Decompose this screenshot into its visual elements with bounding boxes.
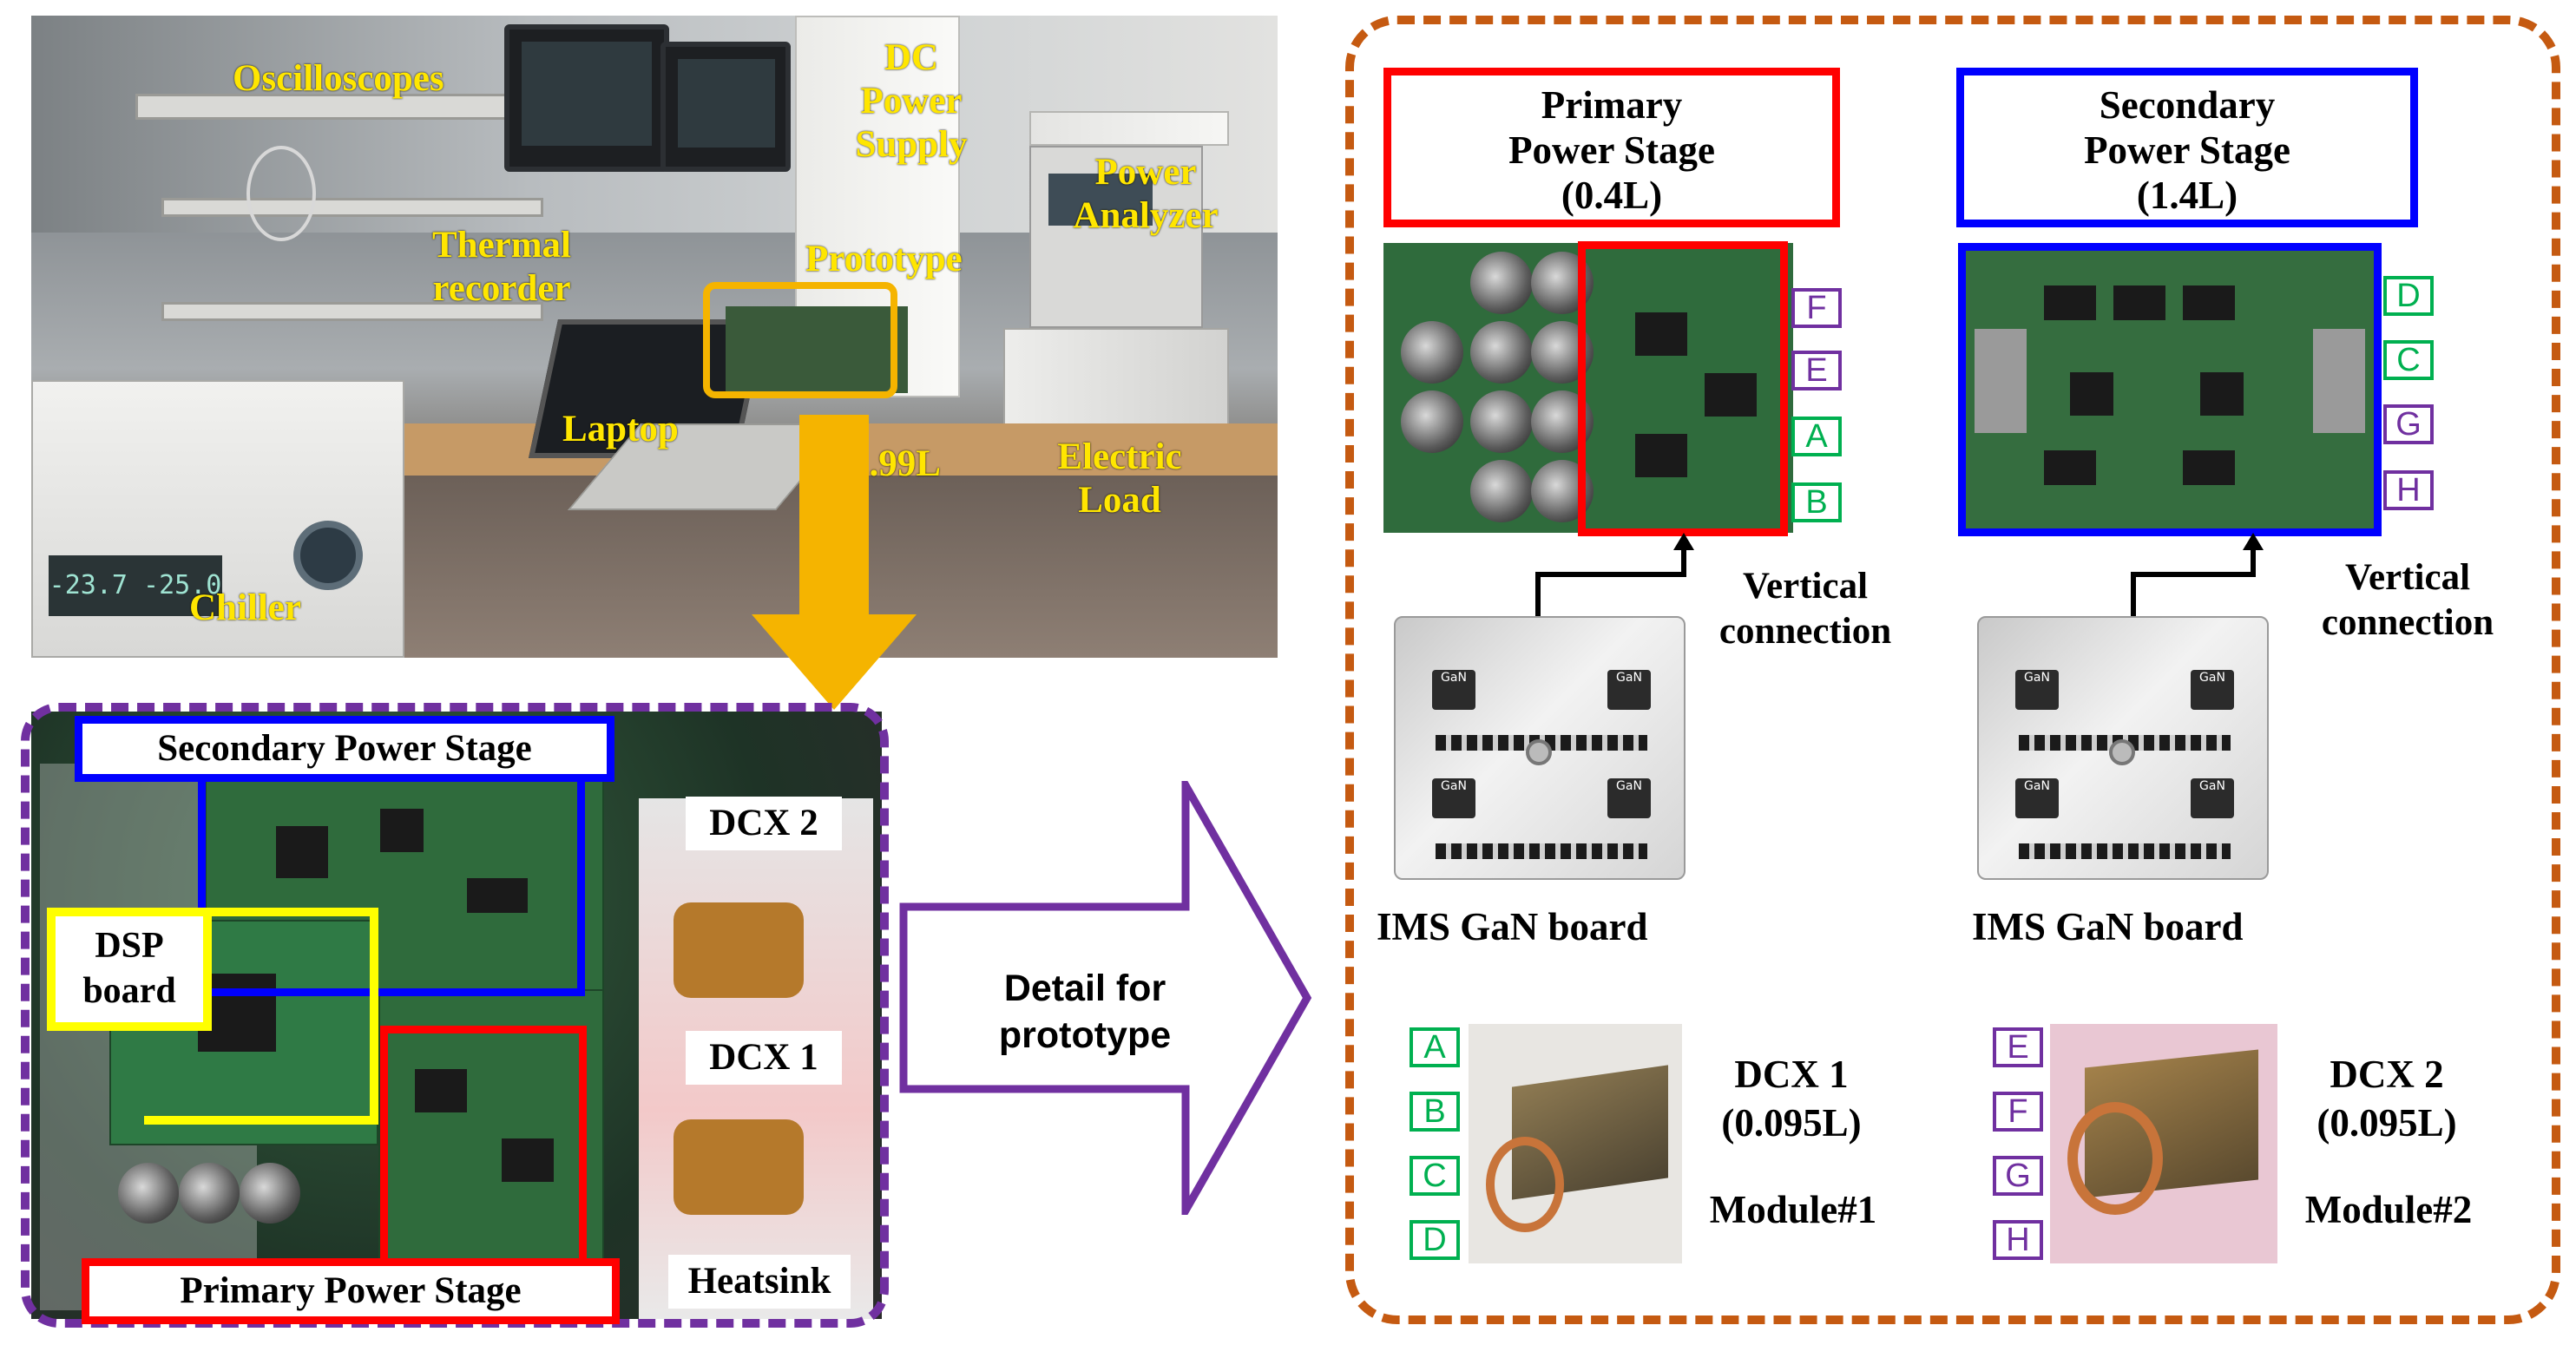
secondary-stage-title: Secondary Power Stage (1.4L) [1956,68,2418,227]
detail-arrow-icon [899,781,1312,1215]
primary-stage-board-photo [1383,243,1793,533]
shelf [135,94,535,120]
dcx2-pin-f: F [1993,1092,2043,1132]
vertical-connection-arrow-icon [1535,533,1694,627]
pin-g: G [2383,404,2434,444]
capacitor [179,1163,240,1224]
shelf [161,198,543,217]
drawer-cabinet [1029,111,1229,146]
dcx1-pin-b: B [1410,1092,1460,1132]
pin-b: B [1791,482,1842,522]
dcx2-pin-h: H [1993,1220,2043,1260]
label-secondary-power-stage: Secondary Power Stage [75,716,614,782]
dcx1-pin-a: A [1410,1027,1460,1067]
dcx2-transformer [674,902,804,998]
label-laptop: Laptop [562,409,679,449]
dcx2-pin-g: G [1993,1156,2043,1196]
detail-arrow-label: Detail for prototype [998,968,1172,1056]
pin-a: A [1791,417,1842,456]
primary-stage-title: Primary Power Stage (0.4L) [1383,68,1840,227]
dcx1-transformer [674,1119,804,1215]
chiller-display: -23.7 -25.0 [49,555,222,616]
secondary-vertical-connection-label: Vertical connection [2321,557,2494,643]
capacitor [240,1163,300,1224]
pin-e: E [1791,351,1842,390]
lab-setup-photo: -23.7 -25.0 [31,16,1278,658]
dcx2-transformer-photo [2050,1024,2277,1263]
label-electric-load: Electric Load [1057,436,1182,521]
primary-vertical-connection-label: Vertical connection [1718,566,1892,652]
primary-ims-gan-board-label: IMS GaN board [1377,905,1648,948]
primary-stage-outline [380,1026,587,1277]
capacitor [118,1163,179,1224]
chiller-device: -23.7 -25.0 [31,380,404,658]
primary-ims-gan-board-photo: GaN GaN GaN GaN [1394,616,1686,880]
label-dsp-board: DSP board [47,908,212,1031]
dcx1-transformer-photo [1469,1024,1682,1263]
prototype-on-bench [726,306,908,393]
label-power-analyzer: Power Analyzer [1073,152,1219,236]
dcx1-pin-c: C [1410,1156,1460,1196]
prototype-highlight-box [703,282,897,398]
orange-down-arrow-icon [752,415,917,710]
label-chiller: Chiller [189,587,301,628]
label-prototype: Prototype [805,239,963,279]
dcx2-module-label: Module#2 [2304,1188,2473,1231]
dcx1-label: DCX 1 (0.095L) [1721,1053,1862,1145]
primary-stage-photo-outline [1578,241,1788,536]
pin-d: D [2383,276,2434,316]
oscilloscope [504,24,669,172]
secondary-stage-board-photo [1958,243,2382,536]
pin-f: F [1791,288,1842,328]
shelf [161,302,543,321]
power-analyzer-device [1029,146,1203,328]
secondary-ims-gan-board-label: IMS GaN board [1972,905,2244,948]
label-thermal-recorder: Thermal recorder [431,225,572,309]
label-dcx1: DCX 1 [686,1031,842,1085]
label-oscilloscopes: Oscilloscopes [233,58,444,99]
dcx1-pin-d: D [1410,1220,1460,1260]
chiller-knob [293,521,363,590]
vertical-connection-arrow-icon [2131,533,2264,627]
dcx1-module-label: Module#1 [1709,1188,1877,1231]
detail-frame [1345,16,2560,1324]
dsp-board-outline [144,908,378,1125]
pin-h: H [2383,470,2434,510]
pin-c: C [2383,340,2434,380]
label-heatsink: Heatsink [668,1255,851,1309]
dcx2-pin-e: E [1993,1027,2043,1067]
label-dc-power-supply: DC Power Supply [855,37,968,165]
oscilloscope [660,42,791,172]
secondary-stage-outline [198,779,585,996]
label-dcx2: DCX 2 [686,797,842,850]
fan [246,146,316,241]
label-primary-power-stage: Primary Power Stage [82,1258,620,1324]
secondary-ims-gan-board-photo: GaN GaN GaN GaN [1977,616,2269,880]
dcx2-label: DCX 2 (0.095L) [2316,1053,2457,1145]
